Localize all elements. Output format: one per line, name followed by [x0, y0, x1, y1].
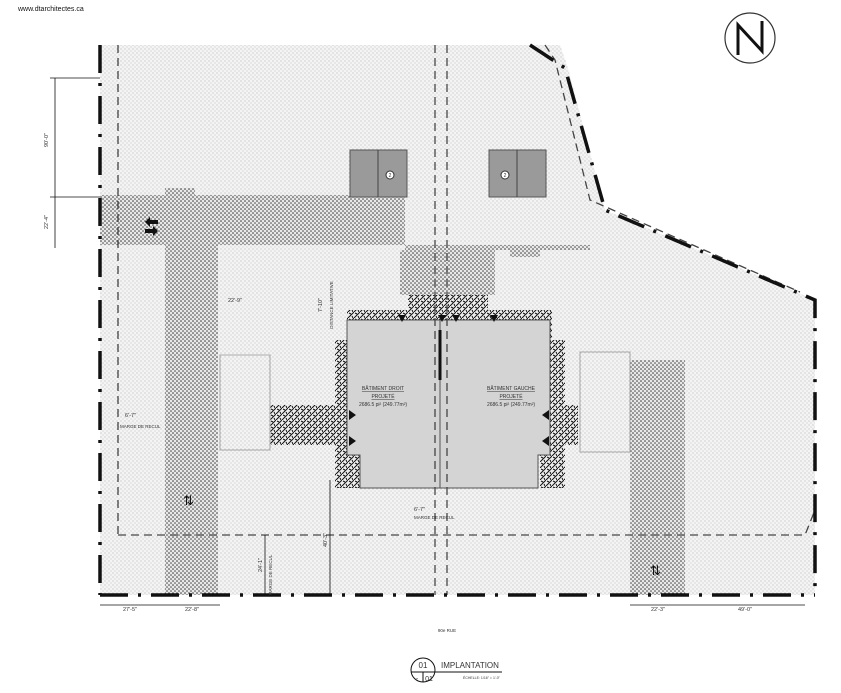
building-right-area: 2686.5 pi² (249.77m²): [359, 402, 407, 408]
building-left-name: BÂTIMENT GAUCHE: [487, 385, 536, 392]
street-label: 90e RUE: [438, 628, 456, 633]
building-left: [439, 319, 551, 489]
svg-text:⇅: ⇅: [183, 494, 194, 509]
dim-bottom-2: 22'-8": [185, 607, 199, 613]
dim-side-1: 6'-7": [125, 413, 136, 419]
driveway-right: [630, 360, 685, 595]
dim-left-top: 90'-0": [44, 133, 50, 147]
dim-bottom-4: 49'-0": [738, 607, 752, 613]
building-right-name: BÂTIMENT DROIT: [362, 385, 404, 392]
dim-limit: 7'-10": [318, 298, 324, 312]
title-block: 01 - 01 IMPLANTATION ÉCHELLE: 1/16" = 1'…: [410, 657, 502, 683]
two-way-arrow-icon: ⇅⇅: [183, 494, 661, 579]
setback-label: MARGE DE RECUL: [268, 554, 273, 595]
setback-label: MARGE DE RECUL: [120, 424, 161, 429]
website-url: www.dtarchitectes.ca: [18, 6, 84, 13]
entry-markers: [349, 315, 549, 446]
drawing-number: 01: [419, 661, 428, 670]
garage-tag: 2: [389, 173, 392, 179]
setback-lines: [117, 44, 816, 595]
setback-label: MARGE DE RECUL: [414, 515, 455, 520]
dim-bottom-1: 27'-5": [123, 607, 137, 613]
two-way-arrow-icon: [145, 217, 158, 236]
building-left-area: 2686.5 pi² (249.77m²): [487, 402, 535, 408]
dim-front-depth: 40'-3": [323, 533, 329, 547]
dim-bottom-3: 22'-3": [651, 607, 665, 613]
drawing-scale: ÉCHELLE: 1/16" = 1'-0": [463, 675, 501, 680]
drawing-title: IMPLANTATION: [441, 661, 499, 670]
svg-text:⇅: ⇅: [650, 564, 661, 579]
dim-setback-front: 24'-1": [258, 558, 264, 572]
dim-inner: 22'-9": [228, 298, 242, 304]
limit-label: DISTANCE LIMITATIVE: [329, 281, 334, 329]
building-left-status: PROJETÉ: [499, 393, 523, 400]
sheet-prefix: -: [416, 676, 419, 683]
sheet-number: 01: [425, 676, 433, 683]
dim-side-2: 6'-7": [414, 507, 425, 513]
north-arrow-icon: [724, 12, 776, 64]
building-right-status: PROJETÉ: [371, 393, 395, 400]
garage-tag: 2: [504, 173, 507, 179]
dim-left-drive: 22'-4": [44, 215, 50, 229]
lot-lines: [98, 43, 817, 597]
